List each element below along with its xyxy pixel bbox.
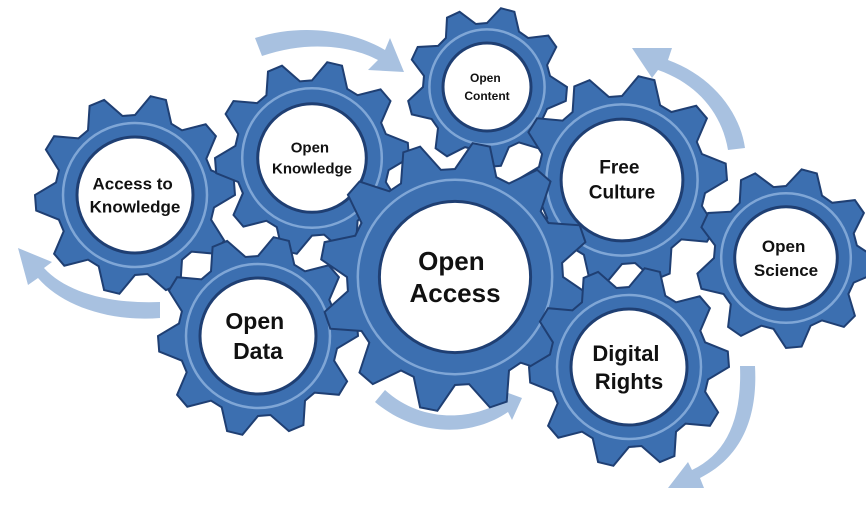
- gear-digital-rights: Digital Rights: [527, 267, 731, 467]
- gear-label-line: Access to: [92, 174, 172, 193]
- gear-label: Free Culture: [589, 157, 656, 203]
- gear-label-line: Digital: [592, 341, 659, 366]
- gear-label: Open Science: [754, 237, 818, 280]
- gear-hub: [569, 307, 689, 427]
- gear-open-content: Open Content: [407, 7, 569, 169]
- gear-hub: [377, 199, 533, 355]
- gear-label-line: Knowledge: [272, 160, 352, 177]
- gear-hub: [75, 135, 195, 255]
- gear-hub: [733, 205, 839, 311]
- gear-label-line: Content: [464, 89, 509, 103]
- gear-label-line: Science: [754, 261, 818, 280]
- gear-label: Open Knowledge: [272, 139, 352, 177]
- gear-hub: [441, 41, 533, 133]
- gear-label-line: Access: [409, 278, 500, 308]
- gear-label-line: Knowledge: [90, 197, 181, 216]
- gear-hub: [256, 102, 368, 214]
- gear-open-data: Open Data: [156, 236, 360, 436]
- gear-label: Digital Rights: [592, 341, 665, 394]
- gear-hub: [559, 117, 685, 243]
- curved-arrow-icon: [632, 48, 745, 150]
- gear-open-access: Open Access: [320, 142, 590, 412]
- gear-label: Open Content: [464, 71, 509, 103]
- gear-rim: [428, 28, 546, 146]
- curved-arrow-icon: [375, 390, 522, 430]
- curved-arrow-icon: [255, 29, 404, 72]
- gear-rim: [240, 86, 384, 230]
- gear-rim: [184, 262, 332, 410]
- gear-label-line: Open: [762, 237, 805, 256]
- gear-label: Access to Knowledge: [90, 174, 181, 216]
- curved-arrow-icon: [18, 248, 160, 319]
- gear-open-science: Open Science: [696, 168, 866, 350]
- gear-rim: [61, 121, 209, 269]
- gear-label-line: Rights: [595, 369, 663, 394]
- gear-label-line: Open: [225, 308, 284, 334]
- gear-label: Open Access: [409, 246, 500, 308]
- gear-label-line: Data: [233, 338, 283, 364]
- gear-label-line: Open: [291, 139, 329, 156]
- gear-rim: [555, 293, 703, 441]
- gear-label: Open Data: [225, 308, 290, 364]
- gear-label-line: Free: [599, 157, 639, 178]
- gear-rim: [356, 178, 554, 376]
- gear-hub: [198, 276, 318, 396]
- curved-arrow-icon: [668, 366, 756, 488]
- gear-rim: [719, 191, 853, 325]
- gear-label-line: Open: [418, 246, 484, 276]
- arrows-layer: [18, 29, 756, 488]
- gear-access-to-knowledge: Access to Knowledge: [33, 95, 237, 295]
- gear-label-line: Culture: [589, 182, 656, 203]
- gear-label-line: Open: [470, 71, 501, 85]
